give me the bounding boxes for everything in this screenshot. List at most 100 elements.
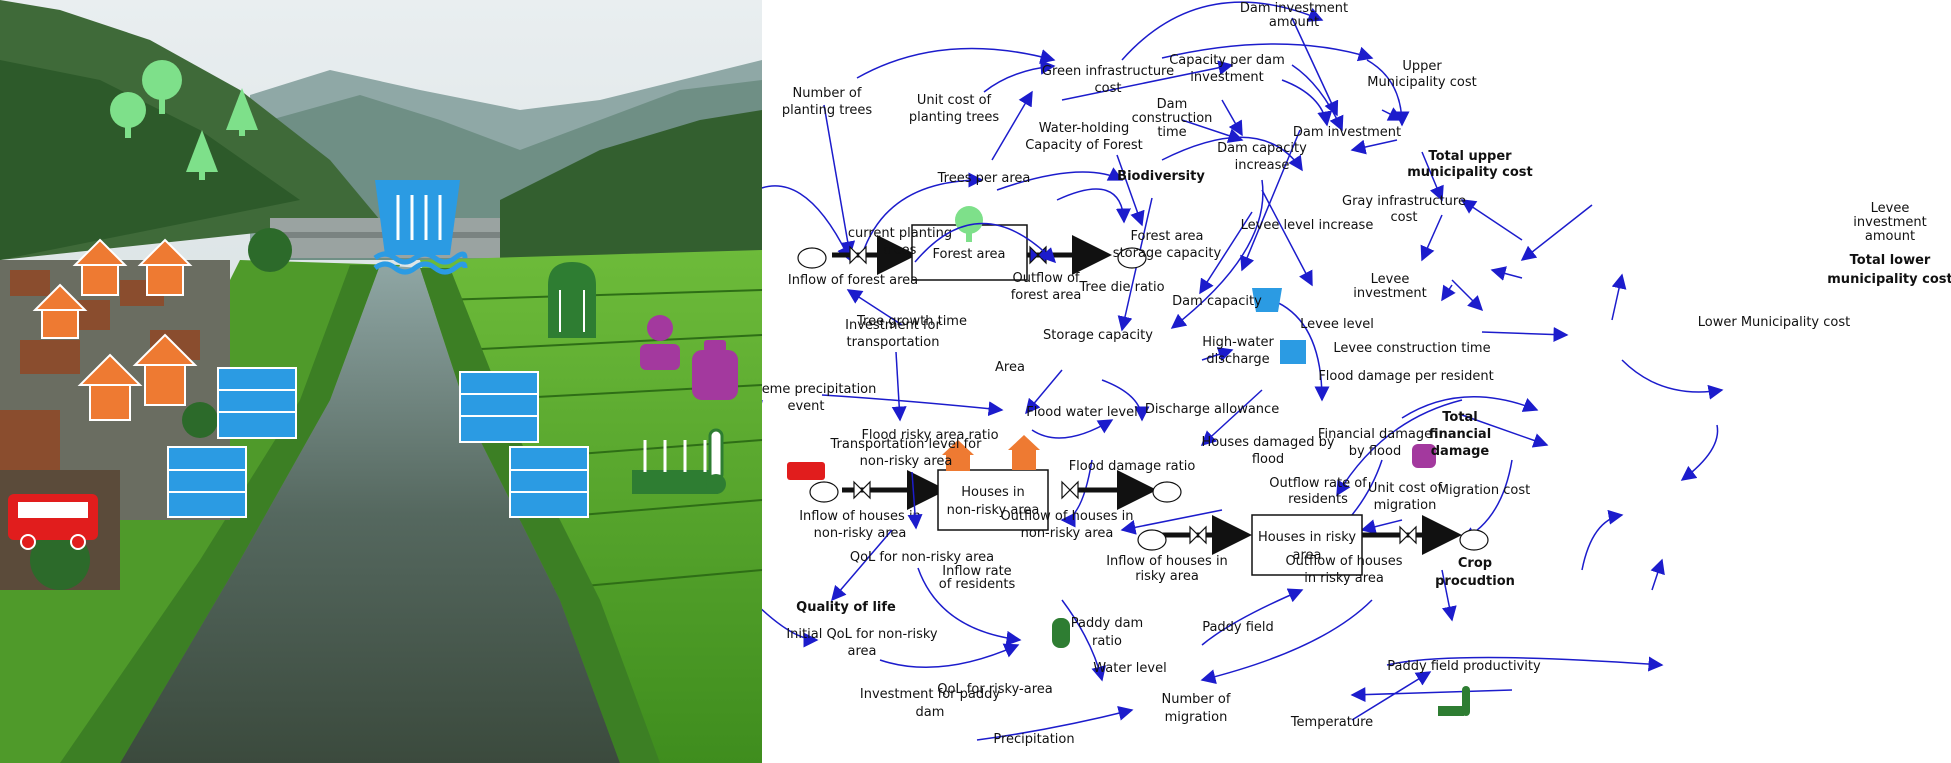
silo-icon <box>548 262 596 338</box>
var-dam-capacity-increase-2b: increase <box>1235 158 1290 173</box>
var-dam-capacity-increase-1: Dam capacity <box>1217 141 1307 156</box>
stock-houses-non-risky-label-1: Houses in <box>961 485 1025 500</box>
var-inflow-rate-residents-2: of residents <box>939 577 1016 592</box>
var-inflow-houses-nonrisky-1: Inflow of houses in <box>799 509 921 524</box>
levee-wall-icon <box>167 367 589 518</box>
var-gray-infra-cost-2: cost <box>1391 210 1418 225</box>
var-outflow-houses-risky-2: in risky area <box>1304 571 1384 586</box>
var-unit-cost-planting-2: planting trees <box>909 110 1000 125</box>
var-outflow-houses-nonrisky: Outflow of houses in non-risky area <box>1000 509 1133 541</box>
var-capacity-per-dam: Capacity per dam investment <box>1169 53 1285 85</box>
var-outflow-houses-risky-1: Outflow of houses <box>1285 554 1402 569</box>
house-icon <box>942 435 1040 471</box>
var-water-level: Water level <box>1093 661 1166 676</box>
var-unit-cost-migration: Unit cost of migration <box>1368 481 1443 513</box>
trees-icon <box>110 60 258 180</box>
stock-houses-risky: Houses in risky area <box>1251 514 1363 576</box>
var-dam-construction-time-1: Dam <box>1157 97 1188 112</box>
var-inflow-rate-residents: Inflow rate of residents <box>939 564 1016 592</box>
var-outflow-forest-1: Outflow of <box>1012 271 1079 286</box>
dam-icon <box>1252 288 1282 312</box>
var-area: Area <box>995 360 1025 375</box>
var-water-holding-1: Water-holding <box>1039 121 1129 136</box>
stock-forest-area-label: Forest area <box>932 247 1005 262</box>
var-water-holding: Water-holding Capacity of Forest <box>1025 121 1143 153</box>
var-levee-investment-amount-text: Levee investment amount <box>1853 201 1926 244</box>
var-dam-construction-time-3: time <box>1157 125 1186 140</box>
var-outflow-forest-2: forest area <box>1011 288 1082 303</box>
var-migration-cost: Migration cost <box>1438 483 1530 498</box>
var-storage-capacity: Storage capacity <box>1043 328 1153 343</box>
crop-thermometer-icon <box>1438 686 1470 716</box>
var-paddy-field: Paddy field <box>1202 620 1274 635</box>
var-houses-damaged-2: flood <box>1252 452 1284 467</box>
var-outflow-houses-risky: Outflow of houses in risky area <box>1285 554 1402 586</box>
var-high-water-discharge: High-water discharge <box>1202 335 1274 367</box>
var-high-water-discharge-1: High-water <box>1202 335 1274 350</box>
var-levee-investment-amount-2: investment <box>1853 215 1926 230</box>
var-total-financial-damage-1: Total <box>1442 410 1478 425</box>
var-biodiversity: Biodiversity <box>1117 169 1205 184</box>
bus-icon <box>787 462 825 480</box>
var-total-lower-2: municipality cost <box>1827 272 1951 287</box>
landscape-illustration <box>0 0 762 763</box>
var-inflow-forest: Inflow of forest area <box>788 273 918 288</box>
var-total-financial-damage-2: financial <box>1429 427 1491 442</box>
var-paddy-dam-ratio-2: ratio <box>1092 634 1122 649</box>
money-bag-icon <box>1412 444 1436 468</box>
var-dam-investment: Dam investment <box>1293 125 1401 140</box>
var-inflow-houses-risky-2: risky area <box>1135 569 1199 584</box>
var-outflow-rate-residents-1: Outflow rate of <box>1269 476 1367 491</box>
var-crop-production: Crop procudtion <box>1435 556 1515 589</box>
var-levee-construction-time: Levee construction time <box>1333 341 1490 356</box>
var-dam-investment-amount-2: amount <box>1269 15 1319 30</box>
var-paddy-productivity: Paddy field productivity <box>1387 659 1541 674</box>
var-forest-storage-2: storage capacity <box>1113 246 1222 261</box>
var-gray-infra-cost-1: Gray infrastructure <box>1342 194 1466 209</box>
stock-houses-risky-label-1: Houses in risky <box>1258 530 1356 545</box>
var-dam-investment-amount-1: Dam investment <box>1240 1 1348 16</box>
var-unit-cost-migration-1: Unit cost of <box>1368 481 1443 496</box>
var-discharge-allowance: Discharge allowance <box>1145 402 1279 417</box>
farmer-icon <box>640 315 680 370</box>
var-outflow-houses-nonrisky-1: Outflow of houses in <box>1000 509 1133 524</box>
bus-icon <box>8 494 98 550</box>
var-levee-investment-1: Levee <box>1371 272 1410 287</box>
var-total-upper-1: Total upper <box>1428 149 1512 164</box>
money-bag-icon <box>692 340 738 400</box>
var-green-infra-cost-1: Green infrastructure <box>1042 64 1174 79</box>
var-dam-capacity: Dam capacity <box>1172 294 1262 309</box>
var-upper-municipality-cost-2: Municipality cost <box>1367 75 1476 90</box>
var-temperature: Temperature <box>1290 715 1373 730</box>
var-number-of-planting-trees-1: Number of <box>793 86 862 101</box>
var-number-of-migration-1: Number of <box>1162 692 1231 707</box>
var-forest-storage-1: Forest area <box>1130 229 1203 244</box>
var-forest-storage: Forest area storage capacity <box>1113 229 1222 261</box>
var-financial-damage-flood-2: by flood <box>1349 444 1401 459</box>
cloud-icon <box>797 247 1489 551</box>
silo-icon <box>1052 618 1070 648</box>
var-outflow-rate-residents-2: residents <box>1288 492 1348 507</box>
var-quality-of-life: Quality of life <box>796 600 896 615</box>
var-extreme-precip-2: event <box>787 399 824 414</box>
var-outflow-rate-residents: Outflow rate of residents <box>1269 476 1367 507</box>
var-high-water-discharge-2: discharge <box>1206 352 1269 367</box>
var-total-lower-1: Total lower <box>1850 253 1931 268</box>
var-inflow-houses-nonrisky: Inflow of houses in non-risky area <box>799 509 921 541</box>
var-crop-production-1: Crop <box>1458 556 1492 571</box>
house-icon <box>32 238 198 421</box>
var-levee-level-increase: Levee level increase <box>1241 218 1374 233</box>
var-capacity-per-dam-1: Capacity per dam <box>1169 53 1285 68</box>
levee-wall-icon <box>1280 340 1306 364</box>
var-outflow-forest: Outflow of forest area <box>1011 271 1082 303</box>
dam-icon <box>373 180 468 275</box>
var-levee-investment-amount-3: amount <box>1865 229 1915 244</box>
var-extreme-precip: Extreme precipitation event <box>762 382 876 414</box>
var-paddy-dam-ratio-1: Paddy dam <box>1071 616 1143 631</box>
var-inflow-houses-risky: Inflow of houses in risky area <box>1106 554 1228 584</box>
var-financial-damage-flood: Financial damage by flood <box>1318 427 1432 459</box>
system-dynamics-diagram: Forest area Houses in non-risky area Hou… <box>762 0 1951 763</box>
var-unit-cost-planting-1: Unit cost of <box>917 93 992 108</box>
var-dam-construction-time: Dam construction time <box>1132 97 1213 140</box>
var-lower-municipality-cost: Lower Municipality cost <box>1698 315 1850 330</box>
